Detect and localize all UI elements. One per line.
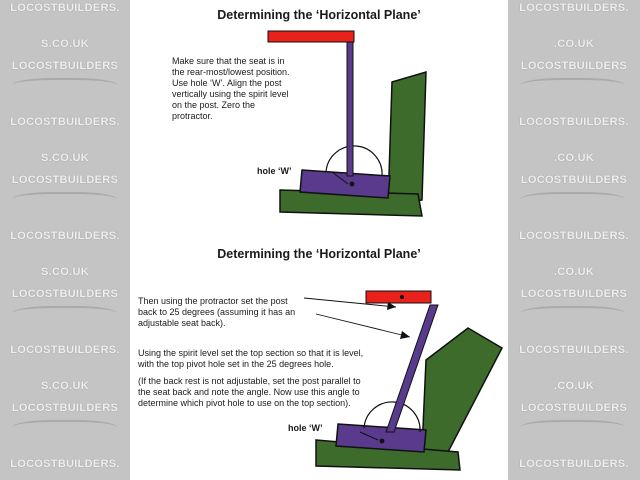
measuring-post (346, 37, 354, 177)
diagram-2-title: Determining the ‘Horizontal Plane’ (217, 247, 421, 261)
pivot-hole-w (379, 438, 385, 444)
diagram-1-drawing (267, 30, 427, 217)
seat-diagrams (267, 30, 503, 471)
watermark-logo (12, 192, 117, 210)
watermark-text: LOCOSTBUILDERS. (10, 344, 120, 356)
watermark-text: LOCOSTBUILDERS (11, 402, 119, 414)
pivot-hole-w (349, 181, 355, 187)
watermark-text: LOCOSTBUILDERS. (519, 458, 629, 470)
diagram-1-instructions: Make sure that the seat is in the rear-m… (172, 56, 290, 121)
watermark-text: LOCOSTBUILDERS (11, 174, 119, 186)
watermark-right: LOCOSTBUILDERS. .CO.UK LOCOSTBUILDERS LO… (508, 0, 640, 480)
protractor (325, 145, 383, 177)
callout-line (315, 313, 411, 338)
watermark-logo (12, 420, 117, 438)
callout-arrowhead (400, 331, 410, 339)
watermark-logo (12, 306, 117, 324)
top-pivot-hole (400, 295, 404, 299)
diagram-1-hole-label: hole ‘W’ (257, 166, 292, 176)
instruction-panel: Determining the ‘Horizontal Plane’ Make … (130, 0, 508, 480)
diagram-2-step-1: Then using the protractor set the post b… (138, 296, 296, 328)
watermark-text: LOCOSTBUILDERS (520, 402, 628, 414)
callout-line (303, 297, 397, 308)
measuring-post (385, 304, 439, 433)
diagram-2-note: (If the back rest is not adjustable, set… (138, 376, 361, 408)
watermark-text: .CO.UK (553, 266, 595, 278)
watermark-text: .CO.UK (553, 380, 595, 392)
watermark-logo (12, 78, 117, 96)
watermark-text: LOCOSTBUILDERS. (519, 116, 629, 128)
diagram-1-title: Determining the ‘Horizontal Plane’ (217, 8, 421, 22)
watermark-text: LOCOSTBUILDERS (520, 60, 628, 72)
watermark-text: .CO.UK (553, 152, 595, 164)
watermark-text: S.CO.UK (41, 266, 89, 278)
watermark-text: LOCOSTBUILDERS. (10, 2, 120, 14)
watermark-logo (520, 420, 625, 438)
watermark-text: .CO.UK (553, 38, 595, 50)
watermark-text: S.CO.UK (41, 38, 89, 50)
seat-bracket (335, 423, 427, 453)
watermark-text: LOCOSTBUILDERS. (10, 230, 120, 242)
diagram-2-drawing (303, 290, 503, 471)
hole-pointer (331, 171, 349, 185)
watermark-left: LOCOSTBUILDERS. S.CO.UK LOCOSTBUILDERS L… (0, 0, 130, 480)
watermark-text: S.CO.UK (41, 152, 89, 164)
protractor (363, 401, 421, 433)
watermark-text: LOCOSTBUILDERS (11, 288, 119, 300)
watermark-text: S.CO.UK (41, 380, 89, 392)
watermark-logo (520, 78, 625, 96)
callout-arrowhead (387, 302, 396, 310)
watermark-text: LOCOSTBUILDERS. (519, 344, 629, 356)
watermark-text: LOCOSTBUILDERS (520, 174, 628, 186)
watermark-text: LOCOSTBUILDERS. (10, 116, 120, 128)
diagram-2-hole-label: hole ‘W’ (288, 423, 323, 433)
watermark-text: LOCOSTBUILDERS (520, 288, 628, 300)
seat-bracket (299, 169, 391, 199)
diagram-2-step-2: Using the spirit level set the top secti… (138, 348, 364, 369)
top-section (365, 290, 432, 304)
watermark-text: LOCOSTBUILDERS. (519, 230, 629, 242)
top-section (267, 30, 355, 43)
watermark-text: LOCOSTBUILDERS. (10, 458, 120, 470)
watermark-logo (520, 192, 625, 210)
watermark-text: LOCOSTBUILDERS (11, 60, 119, 72)
seat-back-panel (421, 327, 503, 453)
watermark-text: LOCOSTBUILDERS. (519, 2, 629, 14)
hole-pointer (359, 431, 379, 441)
watermark-logo (520, 306, 625, 324)
seat-back-panel (387, 70, 427, 207)
